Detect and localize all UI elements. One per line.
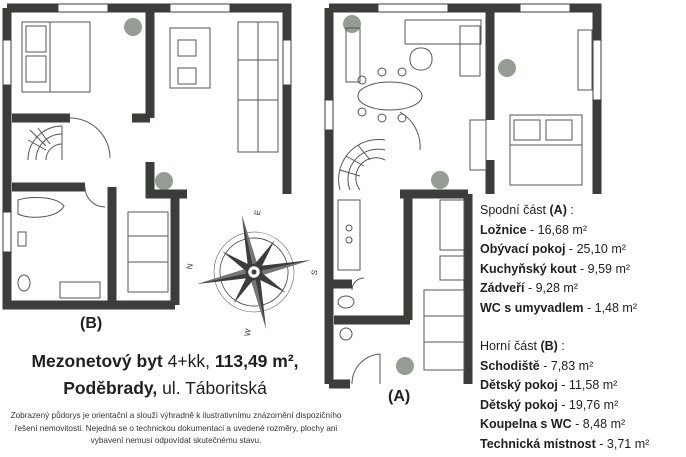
plan-a-label: (A)	[388, 388, 411, 405]
property-area: 113,49 m²,	[214, 351, 299, 371]
area-row: Zádveří - 9,28 m²	[480, 281, 578, 296]
plan-b-walls	[2, 3, 292, 310]
plan-b-label: (B)	[80, 315, 103, 332]
area-row: Dětský pokoj - 11,58 m²	[480, 378, 618, 393]
area-row: Koupelna s WC - 8,48 m²	[480, 417, 626, 432]
lower-part-areas: Spodní část (A) : Ložnice - 16,68 m² Obý…	[480, 201, 680, 319]
lower-part-heading: Spodní část (A) :	[480, 203, 574, 217]
property-type: Mezonetový byt	[31, 351, 163, 371]
area-row: Technická místnost - 3,71 m²	[480, 436, 650, 451]
upper-part-heading: Horní část (B) :	[480, 339, 565, 353]
area-row: Ložnice - 16,68 m²	[480, 222, 587, 237]
area-row: Kuchyňský kout - 9,59 m²	[480, 261, 631, 276]
compass-west-label: W	[242, 327, 253, 338]
listing-title: Mezonetový byt 4+kk, 113,49 m², Poděbrad…	[0, 348, 330, 402]
area-row: WC s umyvadlem - 1,48 m²	[480, 300, 638, 315]
upper-part-areas: Horní část (B) : Schodiště - 7,83 m² Dět…	[480, 337, 680, 455]
area-row: Dětský pokoj - 19,76 m²	[480, 397, 619, 412]
property-street: ul. Táboritská	[162, 378, 267, 398]
area-row: Schodiště - 7,83 m²	[480, 358, 594, 373]
area-row: Obývací pokoj - 25,10 m²	[480, 242, 626, 257]
property-layout: 4+kk,	[167, 351, 210, 371]
plan-a-walls	[324, 3, 602, 389]
property-city: Poděbrady,	[63, 378, 158, 398]
plan-b-furniture	[17, 21, 279, 299]
compass-rose	[197, 215, 311, 329]
disclaimer-text: Zobrazený půdorys je orientační a slouží…	[10, 411, 342, 445]
